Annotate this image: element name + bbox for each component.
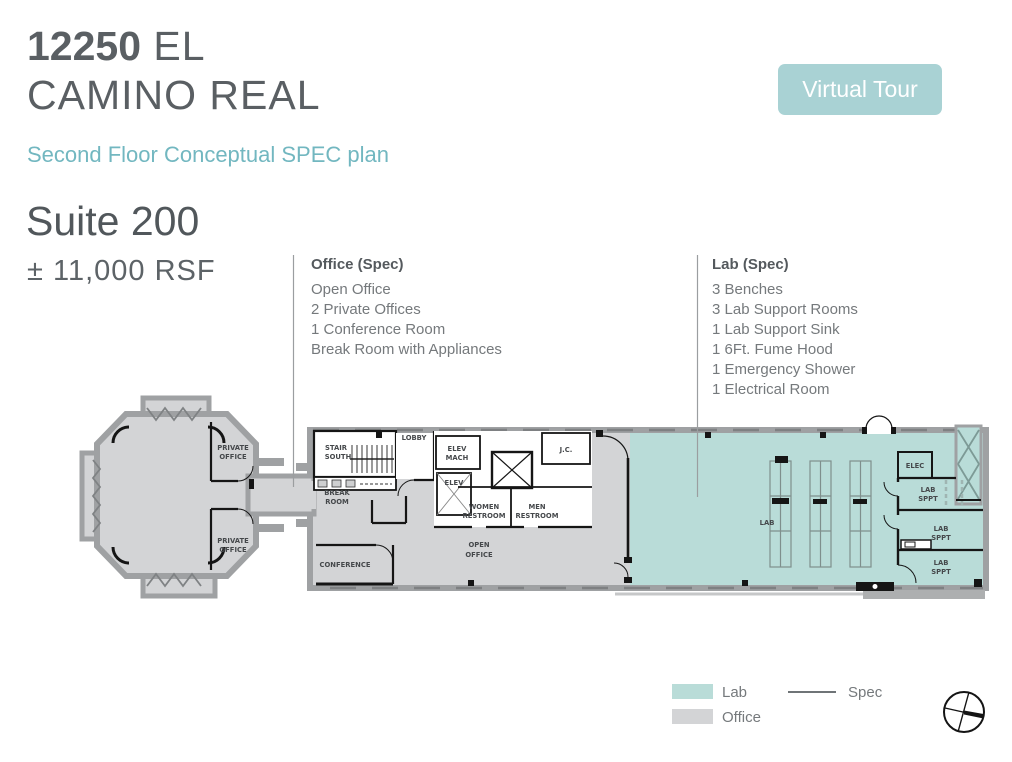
office-spec-item: 1 Conference Room	[311, 321, 446, 338]
office-spec-item: Open Office	[311, 281, 391, 298]
room-private-office-bottom	[209, 507, 254, 570]
suite-size: ± 11,000 RSF	[27, 255, 216, 287]
label-elev: ELEV	[445, 479, 465, 487]
label-lab: LAB	[760, 519, 775, 527]
label-women-restroom: WOMEN	[469, 503, 500, 511]
label-lab-sppt-1: LAB	[921, 486, 936, 494]
svg-text:ROOM: ROOM	[325, 498, 349, 506]
zigzag-bottom	[146, 572, 202, 588]
lab-spec-item: 1 Lab Support Sink	[712, 321, 840, 338]
label-jc: J.C.	[559, 446, 573, 454]
legend-office-label: Office	[722, 709, 761, 726]
label-private-office-top: PRIVATE	[217, 444, 249, 452]
lab-spec-item: 1 6Ft. Fume Hood	[712, 341, 833, 358]
svg-text:OFFICE: OFFICE	[219, 546, 247, 554]
plan-room-labels: LOBBY STAIR SOUTH BREAK ROOM CONFERENCE …	[217, 434, 951, 576]
title-line2: CAMINO REAL	[27, 72, 321, 118]
svg-text:SPPT: SPPT	[918, 495, 938, 503]
room-lobby	[370, 431, 436, 525]
zigzag-left	[91, 459, 102, 533]
page-title: 12250 EL CAMINO REAL	[27, 23, 321, 118]
legend-office-swatch	[672, 709, 713, 724]
label-elev-mach: ELEV	[448, 445, 468, 453]
title-number: 12250	[27, 23, 142, 69]
svg-text:SPPT: SPPT	[931, 568, 951, 576]
svg-text:RESTROOM: RESTROOM	[463, 512, 506, 520]
plan-corridor	[245, 458, 317, 532]
plan-core	[434, 431, 592, 529]
label-break-room: BREAK	[324, 489, 350, 497]
lab-spec-item: 1 Emergency Shower	[712, 361, 856, 378]
svg-text:RESTROOM: RESTROOM	[516, 512, 559, 520]
label-lobby: LOBBY	[402, 434, 427, 442]
zigzag-top	[146, 406, 202, 422]
suite-name: Suite 200	[26, 198, 200, 244]
lab-spec-item: 1 Electrical Room	[712, 381, 830, 398]
lab-double-door	[862, 415, 896, 434]
compass-icon	[943, 691, 985, 733]
label-open-office: OPEN	[468, 541, 489, 549]
page-subtitle: Second Floor Conceptual SPEC plan	[27, 142, 389, 167]
svg-text:MACH: MACH	[446, 454, 469, 462]
lab-support-rooms	[883, 451, 983, 587]
label-lab-sppt-2: LAB	[934, 525, 949, 533]
legend-lab-label: Lab	[722, 684, 748, 701]
plan-rotunda	[79, 395, 259, 599]
lab-benches	[769, 456, 872, 568]
lab-spec-list: Lab (Spec) 3 Benches 3 Lab Support Rooms…	[712, 256, 858, 400]
office-spec-item: Break Room with Appliances	[311, 341, 502, 358]
office-spec-list: Office (Spec) Open Office 2 Private Offi…	[311, 256, 502, 360]
office-spec-heading: Office (Spec)	[311, 256, 404, 273]
virtual-tour-button[interactable]: Virtual Tour	[778, 64, 942, 115]
plan-north-stair-shaft	[954, 424, 983, 506]
label-conference: CONFERENCE	[320, 561, 371, 569]
svg-text:OFFICE: OFFICE	[219, 453, 247, 461]
room-conference	[316, 543, 395, 586]
office-spec-item: 2 Private Offices	[311, 301, 421, 318]
svg-text:SPPT: SPPT	[931, 534, 951, 542]
emergency-shower-fixture	[856, 582, 894, 591]
label-elec: ELEC	[906, 462, 925, 470]
legend-spec-label: Spec	[848, 684, 883, 701]
plan-lab-boundary-wall	[596, 430, 632, 583]
label-men-restroom: MEN	[528, 503, 545, 511]
svg-text:OFFICE: OFFICE	[465, 551, 493, 559]
column-marks	[376, 432, 826, 586]
lab-spec-heading: Lab (Spec)	[712, 256, 789, 273]
label-lab-sppt-3: LAB	[934, 559, 949, 567]
room-private-office-top	[209, 422, 254, 483]
label-private-office-bottom: PRIVATE	[217, 537, 249, 545]
lab-spec-item: 3 Benches	[712, 281, 783, 298]
svg-text:SOUTH: SOUTH	[325, 453, 352, 461]
lab-spec-item: 3 Lab Support Rooms	[712, 301, 858, 318]
legend-lab-swatch	[672, 684, 713, 699]
label-stair-south: STAIR	[325, 444, 348, 452]
legend-spec-line	[788, 691, 836, 693]
